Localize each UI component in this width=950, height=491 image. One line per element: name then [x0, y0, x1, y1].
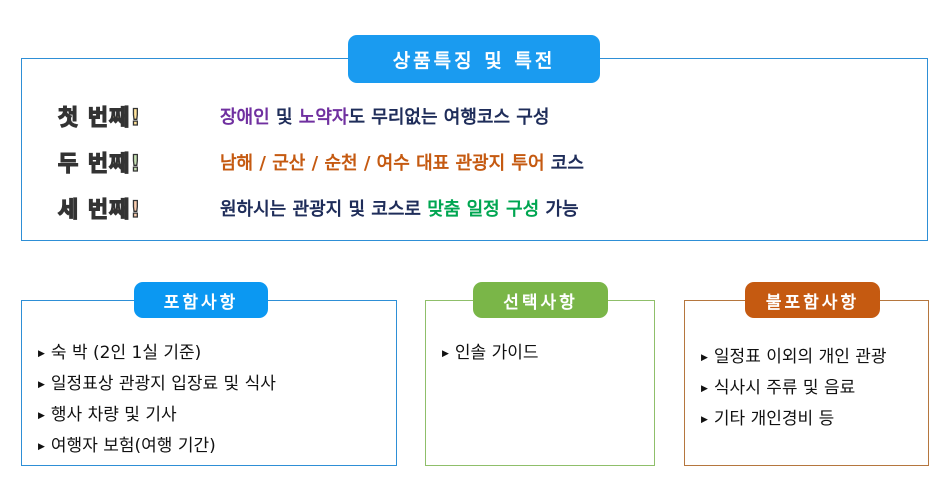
list-item-text: 인솔 가이드 [454, 343, 539, 363]
list-item: ▶ 여행자 보험(여행 기간) [38, 428, 276, 459]
feature-text: 장애인 및 노약자도 무리없는 여행코스 구성 [220, 103, 549, 129]
bullet-icon: ▶ [442, 348, 449, 359]
list-item: ▶ 숙 박 (2인 1실 기준) [38, 335, 276, 366]
list-item-text: 일정표 이외의 개인 관광 [713, 347, 887, 367]
feature-text-segment: 가능 [539, 199, 579, 220]
bullet-icon: ▶ [701, 414, 708, 425]
bullet-icon: ▶ [38, 379, 45, 390]
included-title: 포함사항 [134, 282, 268, 318]
bullet-icon: ▶ [38, 441, 45, 452]
included-box: ▶ 숙 박 (2인 1실 기준) ▶ 일정표상 관광지 입장료 및 식사 ▶ 행사 차량 … [21, 300, 397, 466]
optional-title: 선택사항 [473, 282, 608, 318]
list-item-text: 숙 박 (2인 1실 기준) [50, 343, 202, 363]
bullet-icon: ▶ [701, 352, 708, 363]
feature-text-segment: 노약자 [298, 107, 349, 128]
feature-text: 남해 / 군산 / 순천 / 여수 대표 관광지 투어 코스 [220, 149, 584, 175]
list-item: ▶ 식사시 주류 및 음료 [701, 370, 887, 401]
feature-label: 두 번째! [57, 151, 142, 177]
optional-box: ▶ 인솔 가이드 [425, 300, 655, 466]
feature-row: 첫 번째! 장애인 및 노약자도 무리없는 여행코스 구성 [57, 101, 549, 131]
list-item-text: 여행자 보험(여행 기간) [50, 436, 216, 456]
feature-text-segment: 도 무리없는 여행코스 구성 [348, 107, 550, 128]
list-item: ▶ 인솔 가이드 [442, 335, 539, 366]
feature-text-segment: 코스 [544, 153, 584, 174]
list-item: ▶ 행사 차량 및 기사 [38, 397, 276, 428]
list-item-text: 기타 개인경비 등 [713, 409, 835, 429]
feature-text: 원하시는 관광지 및 코스로 맞춤 일정 구성 가능 [220, 195, 579, 221]
list-item: ▶ 일정표 이외의 개인 관광 [701, 339, 887, 370]
feature-text-segment: 남해 / 군산 / 순천 / 여수 대표 관광지 투어 [220, 153, 545, 174]
feature-text-segment: 원하시는 관광지 및 코스로 [220, 199, 428, 220]
list-item-text: 행사 차량 및 기사 [50, 405, 177, 425]
bullet-icon: ▶ [38, 410, 45, 421]
list-item: ▶ 일정표상 관광지 입장료 및 식사 [38, 366, 276, 397]
excluded-box: ▶ 일정표 이외의 개인 관광 ▶ 식사시 주류 및 음료 ▶ 기타 개인경비 등 [684, 300, 929, 466]
list-item: ▶ 기타 개인경비 등 [701, 401, 887, 432]
feature-label: 세 번째! [57, 197, 142, 223]
feature-row: 두 번째! 남해 / 군산 / 순천 / 여수 대표 관광지 투어 코스 [57, 147, 584, 177]
list-item-text: 일정표상 관광지 입장료 및 식사 [50, 374, 276, 394]
list-item-text: 식사시 주류 및 음료 [713, 378, 856, 398]
feature-text-segment: 및 [269, 107, 299, 128]
features-title: 상품특징 및 특전 [348, 35, 600, 83]
excluded-title: 불포함사항 [745, 282, 880, 318]
feature-text-segment: 장애인 [220, 107, 270, 128]
feature-label: 첫 번째! [57, 105, 142, 131]
bullet-icon: ▶ [38, 348, 45, 359]
feature-text-segment: 맞춤 일정 구성 [427, 199, 540, 220]
feature-row: 세 번째! 원하시는 관광지 및 코스로 맞춤 일정 구성 가능 [57, 193, 579, 223]
bullet-icon: ▶ [701, 383, 708, 394]
